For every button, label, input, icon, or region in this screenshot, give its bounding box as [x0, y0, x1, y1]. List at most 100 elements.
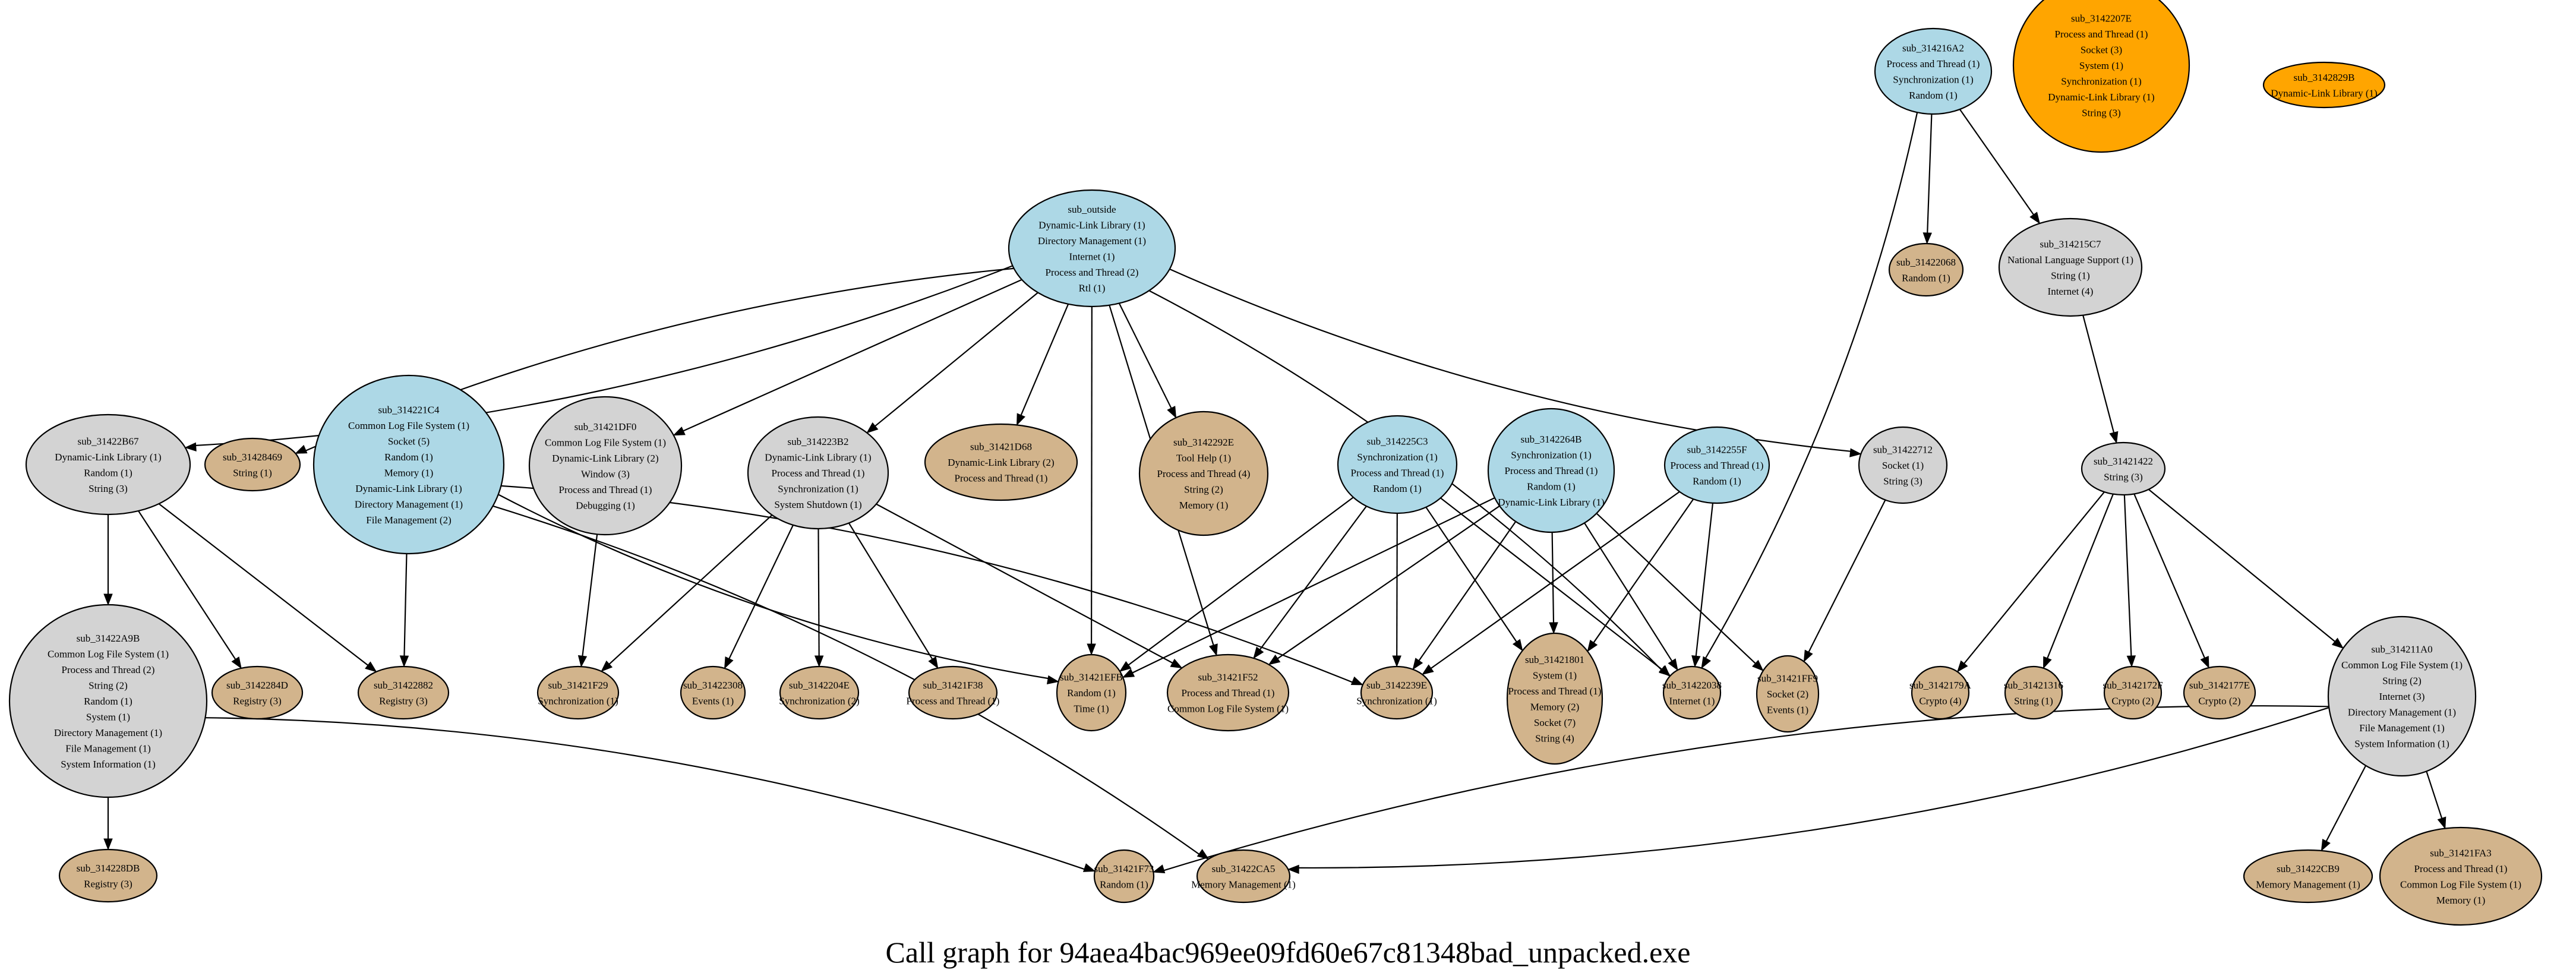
- node-ellipse[interactable]: [1662, 665, 1722, 720]
- node-ellipse[interactable]: [1888, 242, 1964, 297]
- node-ellipse[interactable]: [2379, 826, 2543, 926]
- node-ellipse[interactable]: [680, 665, 746, 720]
- node-ellipse[interactable]: [1008, 189, 1176, 308]
- arrowhead-icon: [1751, 659, 1764, 671]
- node-ellipse[interactable]: [1911, 665, 1970, 720]
- node-ellipse[interactable]: [312, 374, 505, 555]
- arrowhead-icon: [1153, 864, 1166, 874]
- node-ellipse[interactable]: [1487, 408, 1615, 533]
- node-ellipse[interactable]: [1998, 217, 2143, 317]
- node-api-category: String (3): [89, 483, 128, 494]
- node-ellipse[interactable]: [1138, 410, 1269, 536]
- node-api-category: Internet (1): [1669, 695, 1715, 706]
- node-ellipse[interactable]: [1858, 426, 1948, 504]
- node-ellipse[interactable]: [8, 604, 208, 798]
- node-ellipse[interactable]: [2103, 665, 2163, 720]
- node-ellipse[interactable]: [2004, 665, 2063, 720]
- node-ellipse[interactable]: [2243, 849, 2373, 904]
- node-ellipse[interactable]: [357, 665, 450, 720]
- call-edge: [1019, 304, 1069, 417]
- node-ellipse[interactable]: [25, 413, 191, 516]
- arrowhead-icon: [1167, 406, 1177, 419]
- node-ellipse[interactable]: [1093, 849, 1155, 904]
- node-ellipse[interactable]: [1874, 27, 1993, 115]
- node-ellipse[interactable]: [2183, 665, 2256, 720]
- node-ellipse[interactable]: [2081, 441, 2166, 496]
- node-api-category: Process and Thread (1): [1508, 686, 1602, 697]
- node-ellipse[interactable]: [1056, 653, 1127, 732]
- node-ellipse[interactable]: [924, 423, 1078, 501]
- node-api-category: System (1): [1533, 669, 1577, 681]
- node-ellipse[interactable]: [1196, 849, 1291, 904]
- node-api-category: Crypto (4): [1919, 695, 1961, 706]
- node-ellipse[interactable]: [1360, 665, 1434, 720]
- node-ellipse[interactable]: [2012, 0, 2190, 153]
- node-api-category: Process and Thread (1): [559, 484, 652, 495]
- arrowhead-icon: [1087, 643, 1096, 656]
- node-api-category: System (1): [2079, 60, 2123, 71]
- node-ellipse[interactable]: [211, 665, 304, 720]
- node-ellipse[interactable]: [1337, 415, 1458, 514]
- function-node[interactable]: sub_3142179A Crypto (4): [1909, 665, 1972, 720]
- node-name: sub_31421F52: [1198, 672, 1258, 683]
- node-ellipse[interactable]: [536, 665, 620, 720]
- node-name: sub_3142179A: [1909, 680, 1972, 691]
- node-api-category: Registry (3): [233, 695, 282, 706]
- node-ellipse[interactable]: [2327, 615, 2477, 777]
- node-ellipse[interactable]: [1756, 655, 1820, 733]
- node-api-category: Debugging (1): [576, 500, 635, 511]
- node-ellipse[interactable]: [204, 437, 301, 492]
- node-name: sub_31422882: [374, 680, 433, 691]
- node-ellipse[interactable]: [58, 848, 158, 903]
- node-ellipse[interactable]: [747, 416, 889, 530]
- node-ellipse[interactable]: [908, 665, 998, 720]
- node-ellipse[interactable]: [2262, 61, 2386, 109]
- node-ellipse[interactable]: [1166, 653, 1290, 732]
- node-ellipse[interactable]: [1506, 632, 1603, 765]
- node-ellipse[interactable]: [1663, 426, 1770, 504]
- node-ellipse[interactable]: [528, 396, 683, 536]
- node-api-category: Dynamic-Link Library (1): [2048, 91, 2154, 103]
- node-ellipse[interactable]: [779, 665, 860, 720]
